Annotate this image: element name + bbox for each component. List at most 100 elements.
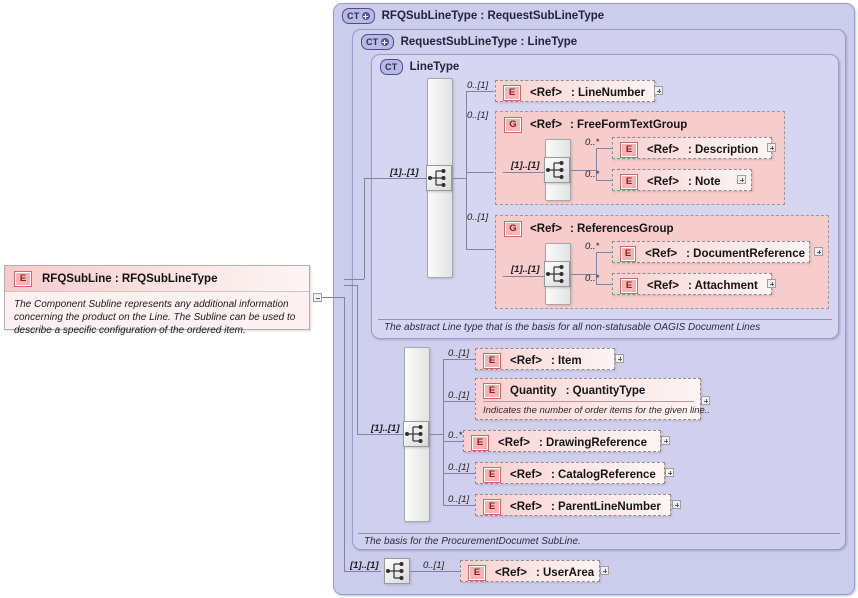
element-quantity-annotation: Indicates the number of order items for … bbox=[483, 401, 710, 416]
element-type-label: : Note bbox=[687, 176, 721, 188]
element-icon: E bbox=[483, 499, 501, 515]
element-ref-label: <Ref> bbox=[498, 437, 530, 449]
sequence-icon-references[interactable] bbox=[544, 261, 570, 287]
connector-root-stub bbox=[322, 297, 344, 298]
element-catalogreference[interactable]: E <Ref> : CatalogReference bbox=[475, 462, 665, 484]
plus-box-icon-attachment[interactable] bbox=[767, 279, 776, 288]
plus-box-icon-catalogreference[interactable] bbox=[665, 468, 674, 477]
element-parentlinenumber[interactable]: E <Ref> : ParentLineNumber bbox=[475, 494, 671, 516]
connector-userarea-out bbox=[410, 571, 460, 572]
connector-mid-b bbox=[344, 279, 364, 280]
cardinality-parentlinenumber: 0..[1] bbox=[448, 494, 470, 505]
cardinality-item: 0..[1] bbox=[448, 348, 470, 359]
element-note[interactable]: E <Ref> : Note bbox=[612, 169, 752, 191]
connector-mid-a bbox=[344, 285, 357, 286]
element-icon: E bbox=[620, 174, 638, 190]
group-ref-label: <Ref> bbox=[530, 119, 562, 131]
element-linenumber-row: E <Ref> : LineNumber bbox=[503, 85, 650, 101]
plus-box-icon-documentreference[interactable] bbox=[814, 247, 823, 256]
connector-freeform-seq-out bbox=[571, 170, 596, 171]
cardinality-userarea-seq: [1]..[1] bbox=[350, 560, 379, 571]
cardinality-references-seq: [1]..[1] bbox=[511, 264, 540, 275]
element-userarea-row: E <Ref> : UserArea bbox=[468, 565, 595, 581]
element-parentlinenumber-row: E <Ref> : ParentLineNumber bbox=[483, 499, 666, 515]
element-item-row: E <Ref> : Item bbox=[483, 353, 610, 369]
group-ref-label: <Ref> bbox=[530, 223, 562, 235]
cardinality-description: 0..* bbox=[585, 137, 600, 148]
root-element-rfqsubline[interactable]: E RFQSubLine : RFQSubLineType The Compon… bbox=[4, 265, 310, 336]
element-type-label: : ParentLineNumber bbox=[550, 501, 661, 513]
element-icon: E bbox=[620, 278, 638, 294]
element-icon: E bbox=[483, 467, 501, 483]
cardinality-note: 0..* bbox=[585, 169, 600, 180]
cardinality-freeformgroup: 0..[1] bbox=[467, 110, 489, 121]
connector-to-referencesgroup bbox=[466, 249, 494, 250]
element-type-label: : Description bbox=[687, 144, 759, 156]
element-documentreference[interactable]: E <Ref> : DocumentReference bbox=[612, 241, 810, 263]
connector-freeform-in bbox=[503, 172, 545, 173]
cardinality-documentreference: 0..* bbox=[585, 241, 600, 252]
cardinality-drawingreference: 0..* bbox=[448, 430, 463, 441]
cardinality-attachment: 0..* bbox=[585, 273, 600, 284]
element-icon: E bbox=[620, 142, 638, 158]
panel-title: LineType bbox=[409, 61, 460, 73]
connector-linetype-fan bbox=[466, 91, 467, 249]
complextype-icon: CT bbox=[380, 59, 403, 75]
connector-mid-v bbox=[357, 285, 358, 434]
element-quantity-row: E Quantity : QuantityType bbox=[483, 383, 696, 399]
connector-linetype-to-linenumber bbox=[453, 178, 466, 179]
cardinality-freeform-seq: [1]..[1] bbox=[511, 160, 540, 171]
root-element-annotation: The Component Subline represents any add… bbox=[5, 292, 309, 336]
panel-rfqsublinetype-header: CT RFQSubLineType : RequestSubLineType bbox=[342, 8, 604, 24]
connector-to-quantity bbox=[443, 401, 475, 402]
sequence-icon-linetype[interactable] bbox=[426, 165, 452, 191]
element-type-label: : LineNumber bbox=[570, 87, 646, 99]
element-item[interactable]: E <Ref> : Item bbox=[475, 348, 615, 370]
element-drawingreference[interactable]: E <Ref> : DrawingReference bbox=[463, 430, 661, 452]
connector-to-linetype-seq bbox=[364, 178, 428, 179]
plus-box-icon-quantity[interactable] bbox=[701, 396, 710, 405]
collapse-minus-icon[interactable] bbox=[313, 293, 322, 302]
plus-box-icon-item[interactable] bbox=[615, 354, 624, 363]
connector-references-in bbox=[503, 276, 545, 277]
sequence-icon-glyph bbox=[405, 425, 423, 443]
plus-box-icon-linenumber[interactable] bbox=[654, 86, 663, 95]
element-description[interactable]: E <Ref> : Description bbox=[612, 137, 772, 159]
plus-box-icon-note[interactable] bbox=[737, 175, 746, 184]
cardinality-linenumber: 0..[1] bbox=[467, 80, 489, 91]
connector-to-catalogreference bbox=[443, 473, 475, 474]
sequence-icon-subline[interactable] bbox=[403, 421, 429, 447]
cardinality-catalogreference: 0..[1] bbox=[448, 462, 470, 473]
element-quantity[interactable]: E Quantity : QuantityType Indicates the … bbox=[475, 378, 710, 420]
plus-box-icon-userarea[interactable] bbox=[600, 566, 609, 575]
connector-subline-fan bbox=[443, 359, 444, 505]
plus-box-icon-parentlinenumber[interactable] bbox=[672, 500, 681, 509]
element-note-row: E <Ref> : Note bbox=[620, 174, 747, 190]
element-icon: E bbox=[468, 565, 486, 581]
sequence-icon-userarea[interactable] bbox=[384, 558, 410, 584]
element-catalogreference-row: E <Ref> : CatalogReference bbox=[483, 467, 660, 483]
element-drawingreference-row: E <Ref> : DrawingReference bbox=[471, 435, 656, 451]
connector-references-seq-out bbox=[571, 274, 596, 275]
sequence-icon-freeform[interactable] bbox=[544, 157, 570, 183]
element-userarea[interactable]: E <Ref> : UserArea bbox=[460, 560, 600, 582]
cardinality-userarea: 0..[1] bbox=[423, 560, 445, 571]
connector-to-userarea bbox=[344, 571, 381, 572]
linetype-annotation: The abstract Line type that is the basis… bbox=[378, 319, 832, 334]
plus-box-icon-drawingreference[interactable] bbox=[661, 436, 670, 445]
connector-up-v bbox=[364, 178, 365, 279]
element-attachment[interactable]: E <Ref> : Attachment bbox=[612, 273, 772, 295]
plus-box-icon-description[interactable] bbox=[767, 143, 776, 152]
element-ref-label: <Ref> bbox=[647, 144, 679, 156]
element-ref-label: <Ref> bbox=[647, 176, 679, 188]
complextype-expandable-icon[interactable]: CT bbox=[342, 8, 375, 24]
sequence-icon-glyph bbox=[428, 169, 446, 187]
panel-title: RequestSubLineType : LineType bbox=[400, 36, 578, 48]
connector-references-fan bbox=[596, 252, 597, 284]
element-ref-label: <Ref> bbox=[530, 87, 562, 99]
complextype-expandable-icon[interactable]: CT bbox=[361, 34, 394, 50]
element-description-row: E <Ref> : Description bbox=[620, 142, 767, 158]
group-icon: G bbox=[504, 117, 522, 133]
element-linenumber[interactable]: E <Ref> : LineNumber bbox=[495, 80, 655, 102]
element-icon: E bbox=[483, 353, 501, 369]
